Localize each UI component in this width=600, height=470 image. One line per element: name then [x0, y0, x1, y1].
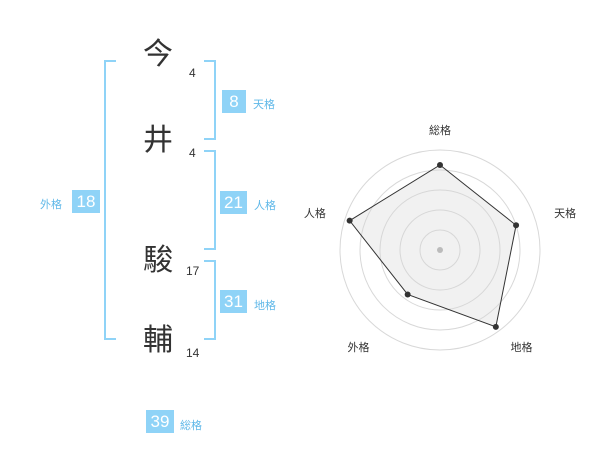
stroke-count-1: 4	[189, 66, 196, 80]
radar-ring	[419, 229, 461, 271]
radar-point-5	[346, 217, 353, 224]
radar-point-3	[492, 323, 499, 330]
name-char-4: 輔	[143, 323, 173, 358]
chikaku-label: 地格	[254, 299, 276, 312]
name-char-2: 井	[143, 123, 173, 158]
radar-axis-label-3: 地格	[511, 340, 533, 354]
jinkaku-bracket	[204, 150, 216, 250]
radar-ring	[339, 149, 541, 351]
tenkaku-value: 8	[222, 90, 246, 113]
chikaku-bracket	[204, 260, 216, 340]
jinkaku-label: 人格	[254, 199, 276, 212]
soukaku-label: 総格	[180, 419, 202, 432]
radar-point-4	[404, 291, 411, 298]
stroke-count-3: 17	[186, 264, 200, 278]
gaikaku-label: 外格	[40, 198, 62, 211]
radar-axis-label-1: 総格	[429, 123, 451, 137]
name-char-3: 駿	[143, 243, 173, 278]
stroke-count-4: 14	[186, 346, 200, 360]
radar-center-dot	[437, 247, 443, 253]
chikaku-value: 31	[220, 290, 247, 313]
name-char-1: 今	[143, 37, 173, 72]
radar-ring	[359, 169, 521, 331]
radar-point-2	[513, 222, 520, 229]
radar-polygon	[348, 164, 517, 328]
gaikaku-bracket	[104, 60, 116, 340]
radar-point-1	[437, 162, 443, 168]
stroke-count-2: 4	[189, 146, 196, 160]
gaikaku-value: 18	[72, 190, 100, 213]
radar-axis-label-2: 天格	[554, 206, 576, 220]
jinkaku-value: 21	[220, 191, 247, 214]
radar-axis-label-5: 人格	[304, 206, 326, 220]
radar-ring	[379, 189, 501, 311]
radar-axis-label-4: 外格	[347, 340, 369, 354]
tenkaku-label: 天格	[253, 98, 275, 111]
radar-ring	[399, 209, 481, 291]
soukaku-value: 39	[146, 410, 174, 433]
tenkaku-bracket	[204, 60, 216, 140]
